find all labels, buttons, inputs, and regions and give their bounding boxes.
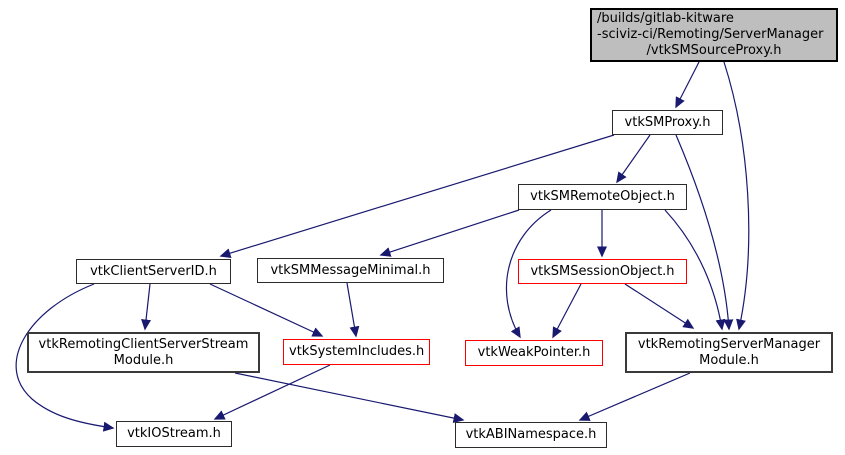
node-label-line: vtkSystemIncludes.h	[289, 344, 425, 359]
node-label-line: /vtkSMSourceProxy.h	[646, 43, 782, 58]
edge-sm-message-minimal-to-system-includes	[346, 282, 360, 338]
node-label-line: vtkClientServerID.h	[90, 263, 217, 279]
node-sm-proxy[interactable]: vtkSMProxy.h	[612, 110, 723, 135]
edge-sm-remote-object-to-sm-message-minimal	[379, 209, 520, 257]
edge-remoting-server-manager-module-to-abi-namespace	[578, 372, 691, 421]
edge-sm-remote-object-to-weak-pointer	[505, 209, 552, 339]
edge-source-proxy-to-sm-proxy	[675, 61, 700, 109]
node-label-line: vtkSMRemoteObject.h	[530, 189, 675, 204]
node-weak-pointer[interactable]: vtkWeakPointer.h	[465, 340, 603, 366]
edge-client-server-id-to-io-stream	[15, 283, 115, 432]
node-label-line: vtkIOStream.h	[127, 426, 221, 441]
edge-sm-proxy-to-remoting-server-manager-module	[675, 134, 734, 331]
node-label-line: vtkABINamespace.h	[465, 427, 597, 442]
node-source-proxy[interactable]: /builds/gitlab-kitware-sciviz-ci/Remotin…	[590, 8, 838, 62]
edge-source-proxy-to-remoting-server-manager-module	[723, 61, 750, 331]
edge-sm-session-object-to-weak-pointer	[552, 283, 582, 339]
node-abi-namespace[interactable]: vtkABINamespace.h	[455, 422, 607, 448]
node-label-line: Module.h	[113, 352, 174, 368]
node-sm-message-minimal[interactable]: vtkSMMessageMinimal.h	[257, 258, 444, 283]
node-sm-remote-object[interactable]: vtkSMRemoteObject.h	[518, 184, 687, 210]
node-label-line: -sciviz-ci/Remoting/ServerManager	[597, 27, 824, 42]
node-label-line: vtkRemotingClientServerStream	[38, 336, 249, 352]
edge-system-includes-to-io-stream	[213, 364, 331, 420]
node-label-line: vtkRemotingServerManager	[637, 336, 821, 352]
node-io-stream[interactable]: vtkIOStream.h	[116, 421, 232, 447]
edge-sm-remote-object-to-remoting-server-manager-module	[664, 209, 726, 331]
edge-sm-proxy-to-sm-remote-object	[616, 134, 651, 184]
edge-sm-proxy-to-client-server-id	[219, 134, 615, 258]
edge-client-server-id-to-system-includes	[209, 283, 324, 337]
node-label-line: vtkSMSessionObject.h	[530, 263, 675, 279]
edge-client-server-id-to-remoting-client-server-stream-module	[141, 283, 152, 331]
node-client-server-id[interactable]: vtkClientServerID.h	[76, 259, 231, 284]
edge-sm-session-object-to-remoting-server-manager-module	[624, 283, 695, 329]
node-label-line: /builds/gitlab-kitware	[597, 11, 734, 26]
node-label-line: Module.h	[699, 352, 759, 368]
node-sm-session-object[interactable]: vtkSMSessionObject.h	[518, 259, 687, 284]
node-label-line: vtkSMProxy.h	[624, 114, 711, 130]
node-system-includes[interactable]: vtkSystemIncludes.h	[283, 339, 430, 365]
node-label-line: vtkWeakPointer.h	[477, 345, 591, 360]
node-label-line: vtkSMMessageMinimal.h	[270, 262, 431, 278]
edge-remoting-client-server-stream-module-to-abi-namespace	[234, 372, 465, 423]
